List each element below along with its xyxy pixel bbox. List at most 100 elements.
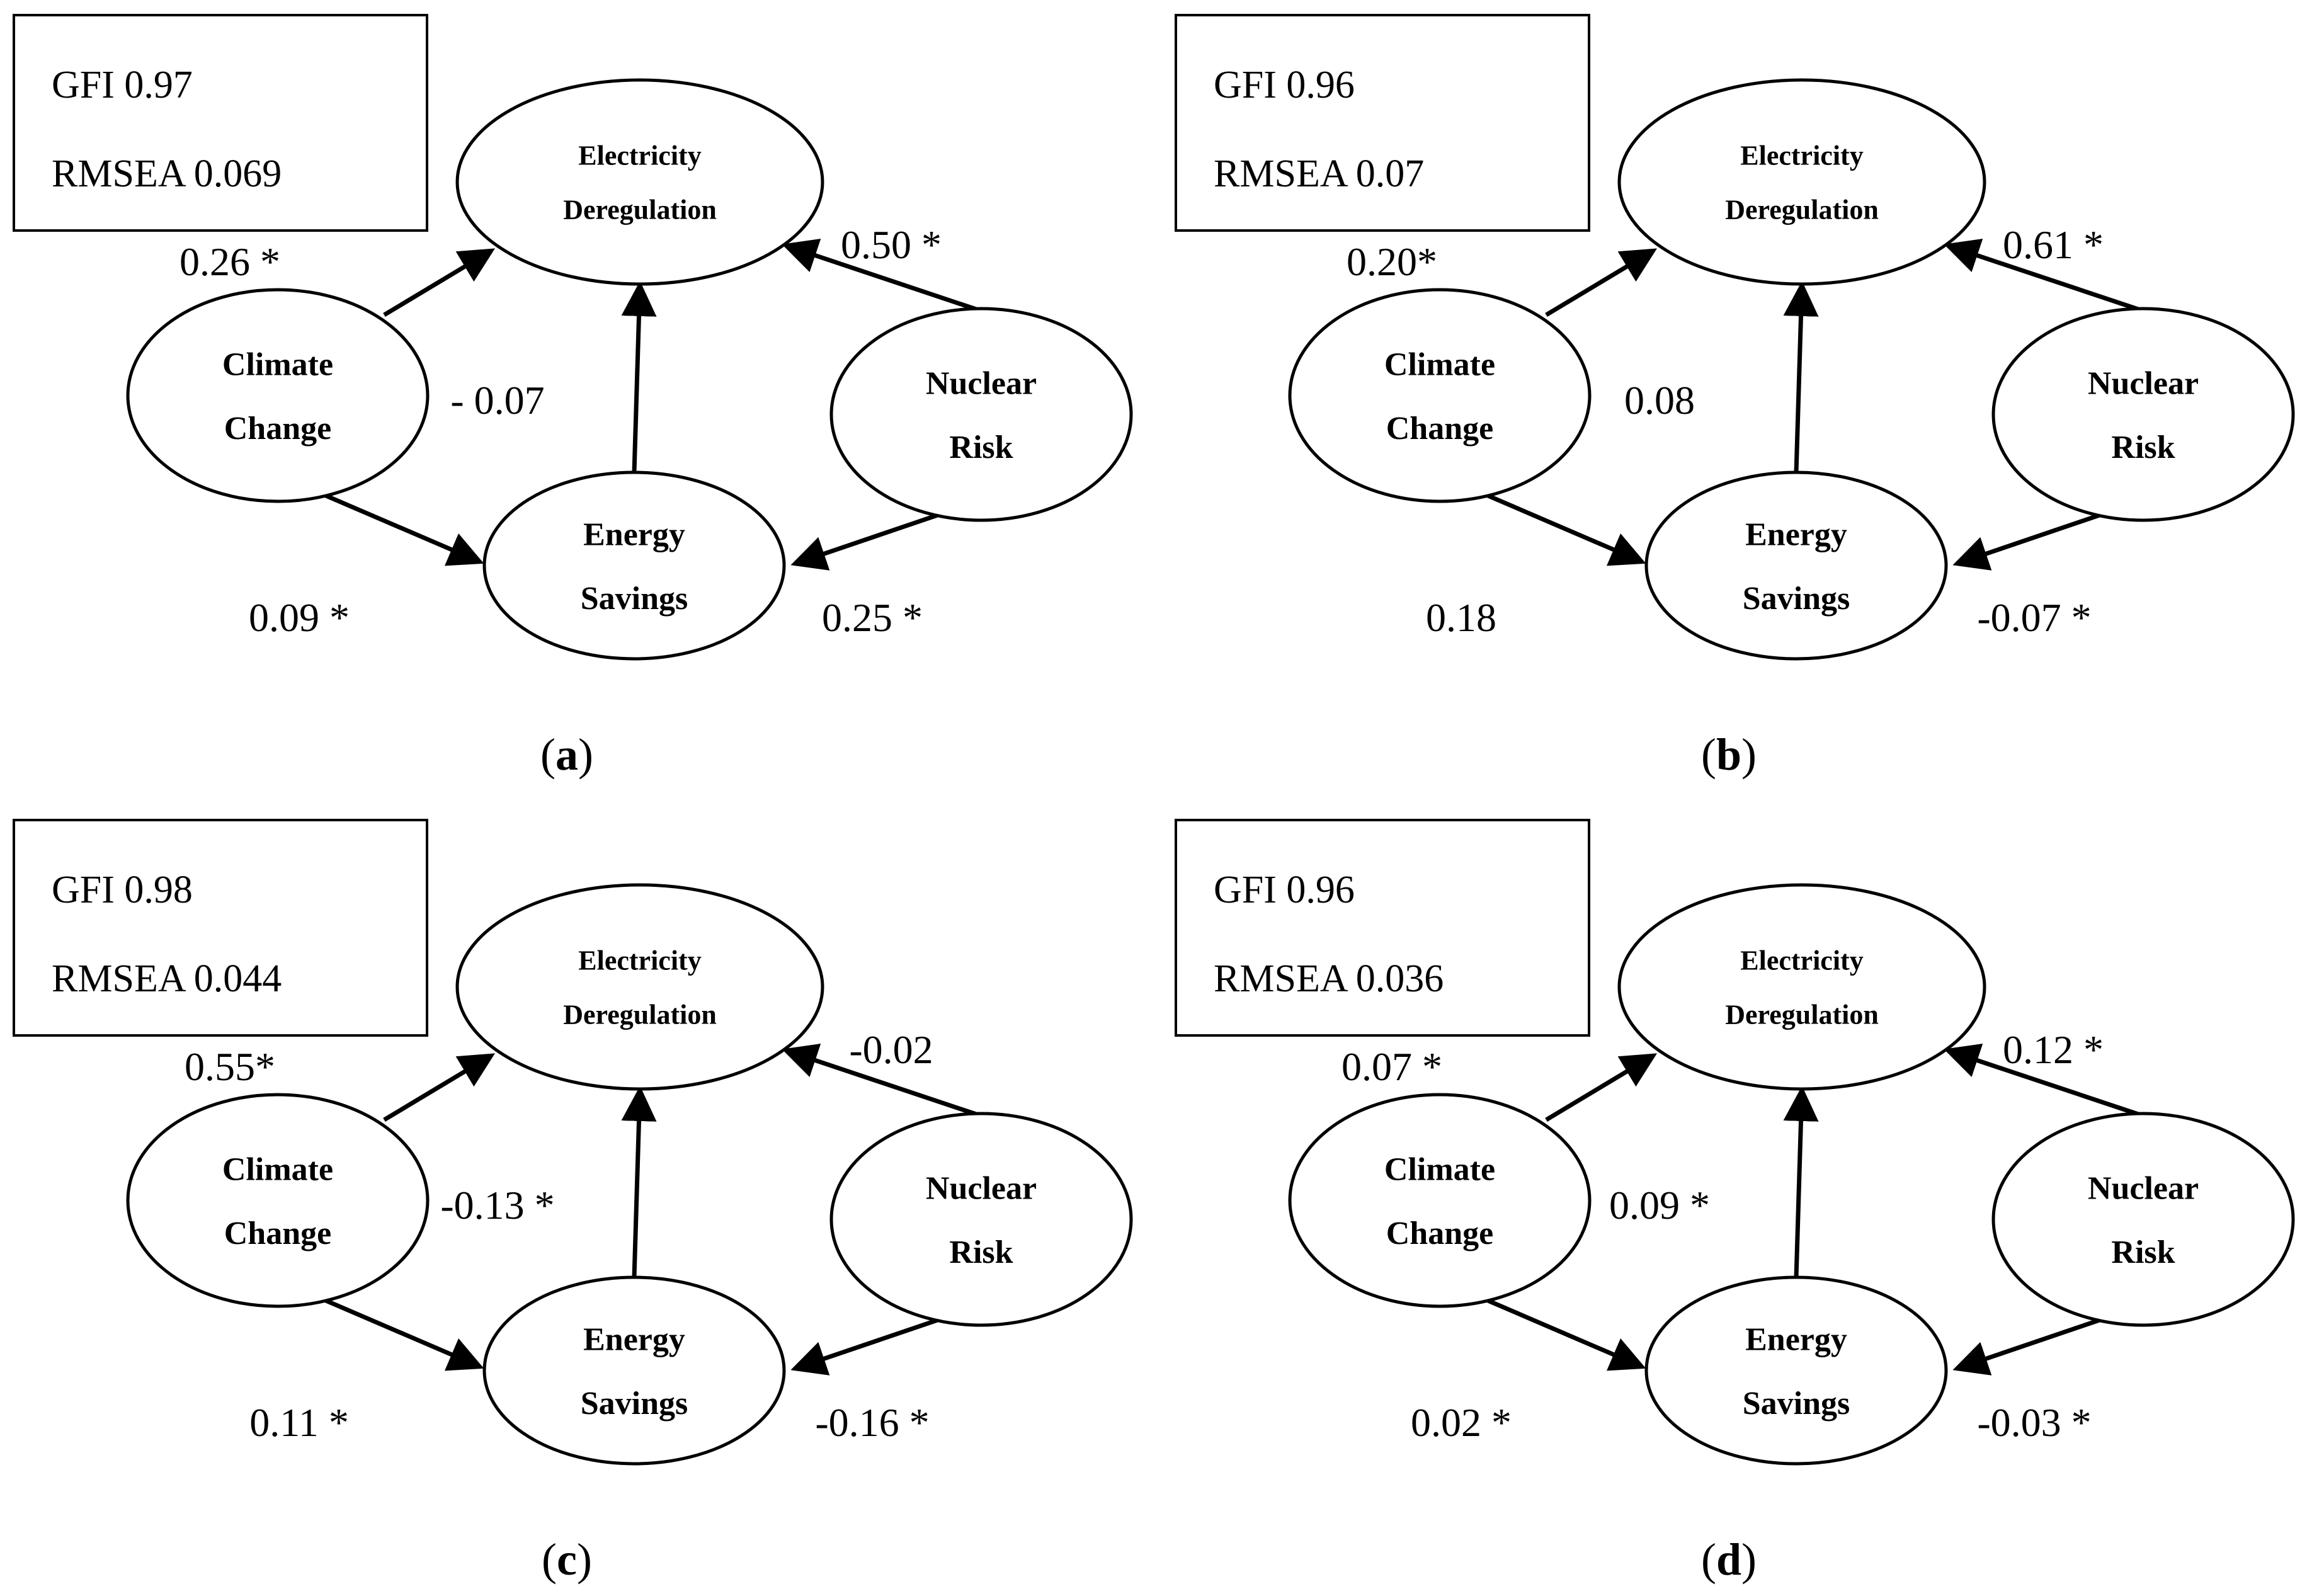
node-label: Deregulation — [1725, 999, 1879, 1030]
coef-nr-to-ed: 0.50 * — [841, 222, 942, 267]
node-ellipse — [1288, 288, 1592, 503]
arrow-es-to-ed — [1783, 281, 1819, 473]
node-label: Deregulation — [563, 194, 717, 225]
node-ellipse — [1644, 1275, 1948, 1466]
coef-nr-to-ed: 0.61 * — [2003, 222, 2104, 267]
node-label: Electricity — [1740, 945, 1863, 976]
fit-stats-box — [1175, 14, 1590, 232]
node-label: Change — [1386, 1216, 1493, 1251]
coef-cc-to-es: 0.02 * — [1411, 1400, 1512, 1445]
arrow-nr-to-ed — [1944, 1043, 2143, 1118]
node-ellipse — [455, 883, 824, 1091]
node-ellipse — [455, 78, 824, 286]
node-label: Risk — [949, 430, 1013, 465]
coef-cc-to-ed: 0.26 * — [179, 239, 280, 284]
node-label: Risk — [949, 1234, 1013, 1270]
node-label: Savings — [581, 581, 688, 617]
node-label: Risk — [2111, 430, 2175, 465]
node-ellipse — [482, 470, 786, 661]
arrow-nr-to-ed — [782, 1043, 981, 1118]
coef-cc-to-es: 0.09 * — [249, 595, 350, 640]
arrow-cc-to-ed — [1545, 1053, 1658, 1122]
coef-es-to-ed: 0.08 — [1624, 378, 1695, 423]
rmsea-label: RMSEA 0.036 — [1214, 957, 1444, 1000]
gfi-label: GFI 0.96 — [1214, 869, 1355, 911]
node-ellipse — [1644, 470, 1948, 661]
node-ellipse — [829, 307, 1133, 522]
node-label: Climate — [1384, 347, 1495, 383]
node-label: Deregulation — [563, 999, 717, 1030]
node-label: Change — [224, 1216, 331, 1251]
node-ellipse — [1617, 78, 1986, 286]
node-label: Nuclear — [2088, 366, 2199, 402]
node-label: Energy — [583, 517, 685, 553]
rmsea-label: RMSEA 0.044 — [52, 957, 282, 1000]
node-ellipse — [1617, 883, 1986, 1091]
coef-cc-to-ed: 0.20* — [1347, 239, 1437, 284]
coef-es-to-ed: - 0.07 — [450, 378, 544, 423]
gfi-label: GFI 0.97 — [52, 64, 193, 106]
fit-stats-box — [13, 819, 428, 1037]
coef-cc-to-ed: 0.07 * — [1341, 1044, 1442, 1089]
coef-cc-to-ed: 0.55* — [185, 1044, 275, 1089]
arrow-cc-to-ed — [383, 1053, 496, 1122]
arrow-es-to-ed — [621, 281, 657, 473]
node-label: Electricity — [578, 945, 701, 976]
node-label: Savings — [1743, 1386, 1850, 1422]
node-label: Electricity — [578, 140, 701, 171]
arrow-nr-to-ed — [1944, 238, 2143, 313]
arrow-cc-to-ed — [383, 248, 496, 317]
panel-label: (b) — [1701, 729, 1757, 780]
node-label: Climate — [222, 347, 333, 383]
node-ellipse — [126, 288, 430, 503]
coef-nr-to-es: -0.16 * — [815, 1400, 929, 1445]
node-label: Savings — [581, 1386, 688, 1422]
node-ellipse — [1991, 307, 2295, 522]
coef-es-to-ed: 0.09 * — [1609, 1183, 1710, 1228]
rmsea-label: RMSEA 0.069 — [52, 152, 282, 195]
coef-nr-to-es: 0.25 * — [822, 595, 923, 640]
panel-label: (a) — [540, 729, 593, 780]
node-ellipse — [1991, 1112, 2295, 1327]
panel-label: (c) — [542, 1534, 592, 1585]
node-label: Change — [1386, 411, 1493, 447]
coef-nr-to-es: -0.03 * — [1977, 1400, 2091, 1445]
node-label: Risk — [2111, 1234, 2175, 1270]
node-label: Nuclear — [926, 1171, 1037, 1207]
fit-stats-box — [1175, 819, 1590, 1037]
node-label: Nuclear — [2088, 1171, 2199, 1207]
gfi-label: GFI 0.98 — [52, 869, 193, 911]
coef-nr-to-ed: -0.02 — [849, 1027, 933, 1072]
coef-nr-to-ed: 0.12 * — [2003, 1027, 2104, 1072]
coef-nr-to-es: -0.07 * — [1977, 595, 2091, 640]
node-label: Nuclear — [926, 366, 1037, 402]
coef-es-to-ed: -0.13 * — [440, 1183, 554, 1228]
coef-cc-to-es: 0.11 * — [249, 1400, 349, 1445]
node-label: Climate — [1384, 1152, 1495, 1188]
coef-cc-to-es: 0.18 — [1426, 595, 1496, 640]
node-label: Energy — [1745, 517, 1847, 553]
arrow-nr-to-ed — [782, 238, 981, 313]
node-label: Change — [224, 411, 331, 447]
node-label: Energy — [583, 1322, 685, 1358]
node-label: Electricity — [1740, 140, 1863, 171]
